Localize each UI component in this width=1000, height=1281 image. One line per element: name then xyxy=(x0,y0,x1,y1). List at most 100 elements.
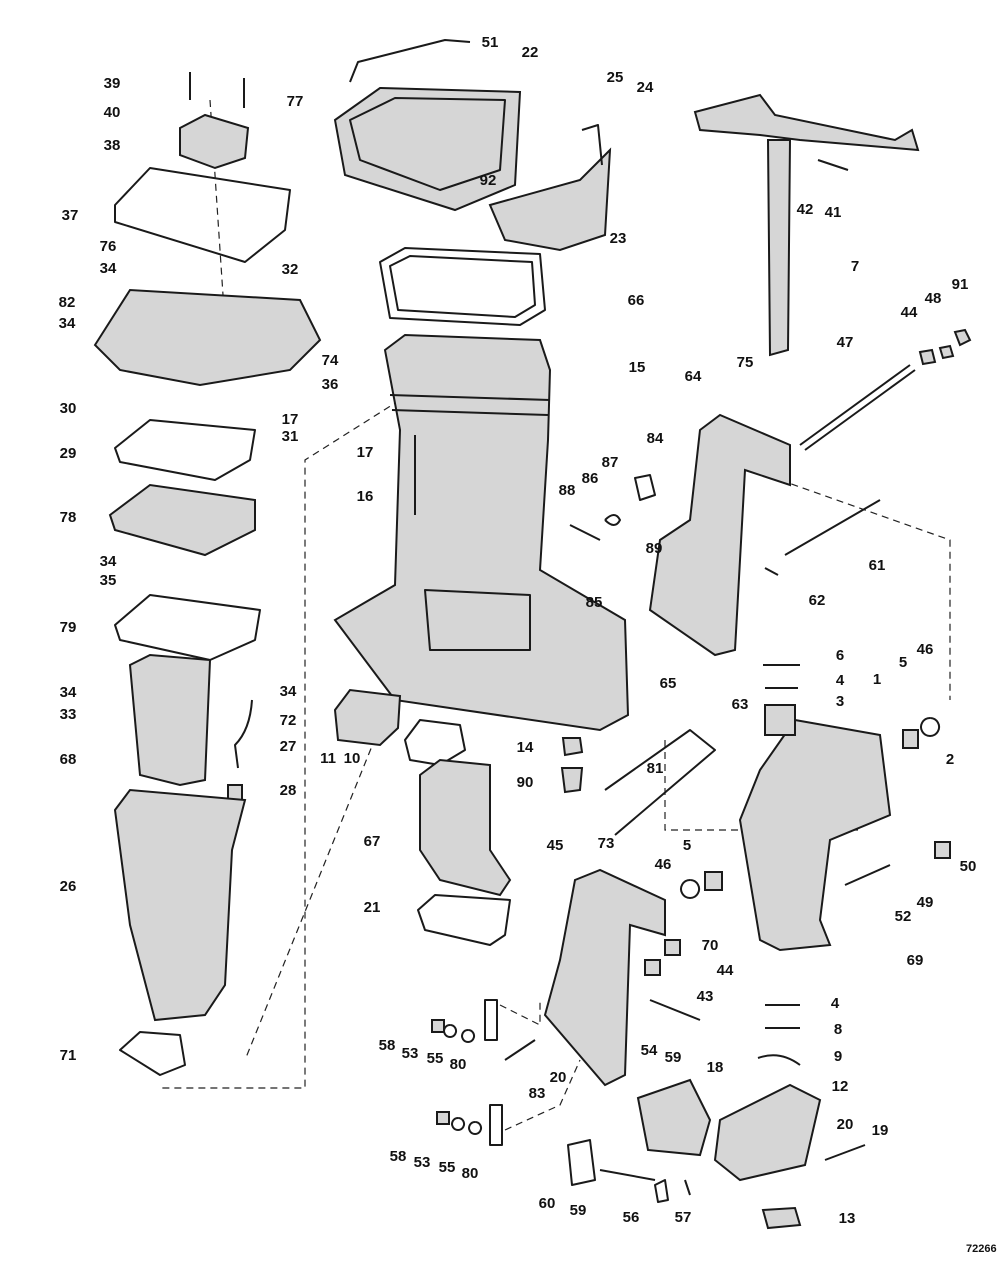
callout-label: 4 xyxy=(836,672,845,689)
tilt-lever-65 xyxy=(604,729,716,836)
callout-label: 65 xyxy=(660,675,677,692)
pin-49 xyxy=(844,864,891,886)
callout-label: 47 xyxy=(837,334,854,351)
callout-label: 87 xyxy=(602,454,619,471)
link-80-upper xyxy=(484,999,498,1041)
callout-label: 33 xyxy=(60,706,77,723)
bushing-5-left xyxy=(704,871,723,891)
nut-58-upper xyxy=(431,1019,445,1033)
callout-label: 59 xyxy=(570,1202,587,1219)
callout-label: 35 xyxy=(100,572,117,589)
callout-label: 36 xyxy=(322,376,339,393)
clip-56 xyxy=(654,1179,669,1203)
callout-label: 75 xyxy=(737,354,754,371)
callout-label: 10 xyxy=(344,750,361,767)
callout-label: 67 xyxy=(364,833,381,850)
gasket-79 xyxy=(114,594,261,661)
tilt-tube xyxy=(804,369,916,451)
callout-label: 74 xyxy=(322,352,339,369)
exhaust-tube xyxy=(128,653,212,787)
callout-label: 40 xyxy=(104,104,121,121)
nut-58-lower xyxy=(436,1111,450,1125)
callout-label: 61 xyxy=(869,557,886,574)
callout-label: 12 xyxy=(832,1078,849,1095)
mount-14 xyxy=(561,737,584,757)
callout-label: 21 xyxy=(364,899,381,916)
callout-label: 8 xyxy=(834,1021,842,1038)
callout-label: 59 xyxy=(665,1049,682,1066)
callout-label: 77 xyxy=(287,93,304,110)
callout-label: 6 xyxy=(836,647,844,664)
nut-53-lower xyxy=(451,1117,466,1131)
callout-label: 66 xyxy=(628,292,645,309)
screw-57 xyxy=(684,1179,691,1196)
callout-label: 71 xyxy=(60,1047,77,1064)
callout-label: 85 xyxy=(586,594,603,611)
nut-13 xyxy=(761,1206,802,1230)
callout-label: 86 xyxy=(582,470,599,487)
lever-88 xyxy=(569,524,601,541)
exhaust-housing xyxy=(333,333,630,732)
bolt-19 xyxy=(824,1144,866,1161)
washer-46-right xyxy=(920,717,941,737)
bracket-84 xyxy=(634,474,656,501)
cover-seal xyxy=(379,247,546,326)
callout-label: 79 xyxy=(60,619,77,636)
callout-label: 18 xyxy=(707,1059,724,1076)
callout-label: 44 xyxy=(901,304,918,321)
nut-44-upper xyxy=(918,348,937,366)
callout-label: 76 xyxy=(100,238,117,255)
callout-label: 82 xyxy=(59,294,76,311)
callout-label: 91 xyxy=(952,276,969,293)
callout-label: 42 xyxy=(797,201,814,218)
callout-label: 80 xyxy=(462,1165,479,1182)
bolt-41 xyxy=(817,159,849,171)
callout-label: 39 xyxy=(104,75,121,92)
bushing-43 xyxy=(644,959,661,976)
bushing-50 xyxy=(934,841,951,859)
callout-label: 54 xyxy=(641,1042,658,1059)
cover-plate-10 xyxy=(333,688,402,747)
callout-label: 92 xyxy=(480,172,497,189)
callout-label: 13 xyxy=(839,1210,856,1227)
gasket-21 xyxy=(417,894,511,946)
callout-label: 34 xyxy=(59,315,76,332)
callout-label: 4 xyxy=(831,995,840,1012)
steering-arm xyxy=(693,93,920,357)
seal-71-lower xyxy=(119,1031,186,1076)
callout-label: 78 xyxy=(60,509,77,526)
callout-label: 80 xyxy=(450,1056,467,1073)
bushing-3 xyxy=(764,704,796,736)
motor-cover xyxy=(333,86,522,212)
callout-label: 69 xyxy=(907,952,924,969)
callout-label: 19 xyxy=(872,1122,889,1139)
callout-label: 72 xyxy=(280,712,297,729)
callout-label: 17 xyxy=(282,411,299,428)
washer-46-left xyxy=(680,879,701,899)
nut-53-upper xyxy=(443,1024,458,1038)
callout-label: 81 xyxy=(647,760,664,777)
callout-label: 52 xyxy=(895,908,912,925)
callout-label: 41 xyxy=(825,204,842,221)
clip-9 xyxy=(757,1054,801,1066)
bolt-59-lower xyxy=(599,1169,656,1181)
callout-label: 51 xyxy=(482,34,499,51)
bolt-59-upper xyxy=(649,999,701,1021)
callout-label: 27 xyxy=(280,738,297,755)
bushing-5-right xyxy=(902,729,919,749)
nut-91 xyxy=(953,328,972,347)
callout-label: 53 xyxy=(414,1154,431,1171)
mount-90 xyxy=(560,767,584,794)
callout-label: 89 xyxy=(646,540,663,557)
callout-label: 14 xyxy=(517,739,534,756)
callout-label: 32 xyxy=(282,261,299,278)
clamp-bracket-right xyxy=(648,413,791,657)
gasket-29 xyxy=(114,419,256,481)
callout-label: 5 xyxy=(683,837,691,854)
callout-label: 2 xyxy=(946,751,954,768)
callout-label: 64 xyxy=(685,368,702,385)
callout-label: 25 xyxy=(607,69,624,86)
callout-label: 46 xyxy=(917,641,934,658)
